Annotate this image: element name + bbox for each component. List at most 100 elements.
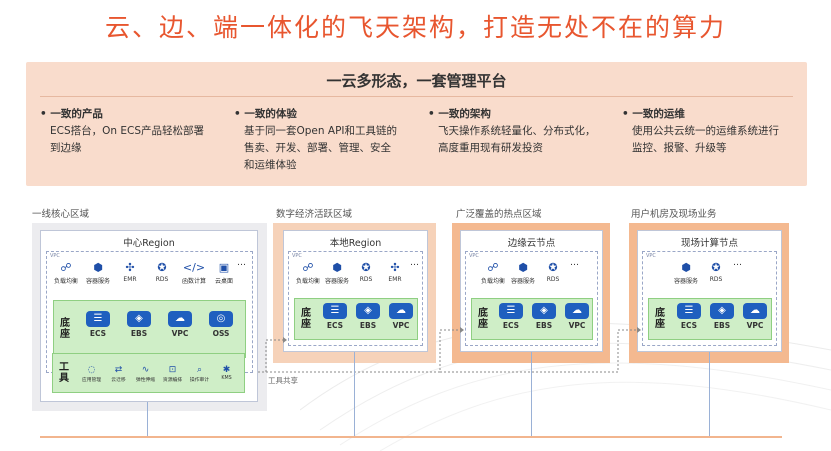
service-slb: ☍负载均衡	[52, 261, 80, 286]
edge-connector	[531, 352, 532, 436]
vpc-tag: VPC	[50, 253, 60, 259]
onsite-node-title: 现场计算节点	[680, 238, 738, 249]
tool-label: 云迁移	[111, 378, 126, 383]
service-emr: ✣EMR	[382, 261, 408, 284]
container-service-icon: ⬢	[681, 261, 691, 274]
service-rds: ✪ RDS	[540, 261, 566, 284]
core-base-layer: 底座 ☰ECS ◈EBS ☁VPC ◎OSS	[53, 300, 246, 358]
rds-icon: ✪	[157, 261, 167, 274]
onsite-vpc-box: VPC ⬢容器服务 ✪RDS … 底座 ☰ECS ◈EBS ☁VPC	[642, 251, 777, 346]
onsite-base-layer: 底座 ☰ECS ◈ EBS ☁VPC	[648, 298, 772, 340]
ebs-icon: ◈	[127, 311, 151, 327]
banner-divider	[40, 96, 793, 97]
service-slb: ☍负载均衡	[295, 262, 321, 286]
base-label: ECS	[326, 321, 344, 330]
pillar-line: ECS搭台，On ECS产品轻松部署	[50, 125, 205, 137]
base-ecs: ☰ECS	[674, 303, 704, 330]
ebs-icon: ◈	[356, 303, 380, 319]
container-service-icon: ⬢	[332, 261, 342, 274]
core-region-title: 中心Region	[123, 238, 175, 249]
service-label: 容器服务	[510, 278, 535, 285]
base-oss: ◎OSS	[205, 311, 237, 338]
tool-kms: ✱KMS	[214, 365, 239, 381]
tool-share-label: 工具共享	[268, 376, 298, 385]
more-ellipsis: …	[733, 258, 742, 268]
ebs-icon: ◈	[532, 303, 556, 319]
service-label: 函数计算	[181, 278, 206, 285]
service-container: ⬢ 容器服务	[324, 261, 350, 286]
page-title: 云、边、端一体化的飞天架构，打造无处不在的算力	[104, 13, 726, 42]
core-region-card: 中心Region VPC ☍负载均衡 ⬢容器服务 ✣EMR ✪RDS </>函数…	[40, 230, 258, 402]
emr-icon: ✣	[390, 261, 400, 274]
pillar-line: 使用公共云统一的运维系统进行	[632, 125, 779, 137]
ecs-icon: ☰	[323, 303, 347, 319]
core-tools-layer: 工具 ◌应用管理 ⇄云迁移 ∿弹性伸缩 ⊡资源编排 ⌕操作审计 ✱KMS	[52, 353, 245, 393]
pillar-line: 飞天操作系统轻量化、分布式化，	[438, 125, 596, 137]
container-service-icon: ⬢	[518, 261, 528, 274]
base-vpc: ☁VPC	[386, 303, 416, 330]
pillar-product: 一致的产品 ECS搭台，On ECS产品轻松部署 到边缘	[40, 106, 220, 157]
vpc-icon: ☁	[168, 311, 192, 327]
audit-icon: ⌕	[196, 365, 203, 375]
pillar-line: 售卖、开发、部署、管理、安全	[244, 142, 391, 154]
rds-icon: ✪	[361, 261, 371, 274]
orchestration-icon: ⊡	[168, 365, 177, 375]
autoscaling-icon: ∿	[141, 365, 150, 375]
service-rds: ✪RDS	[148, 261, 176, 284]
tool-label: 弹性伸缩	[135, 378, 156, 383]
vpc-icon: ☁	[565, 303, 589, 319]
service-rds: ✪RDS	[353, 261, 379, 284]
base-ecs: ☰ ECS	[320, 303, 350, 330]
pillar-line: 到边缘	[50, 142, 82, 154]
base-layer-label: 底座	[655, 308, 665, 330]
rds-icon: ✪	[548, 261, 558, 274]
base-layer-label: 底座	[301, 308, 311, 330]
service-container: ⬢ 容器服务	[510, 261, 536, 286]
pillar-heading: 一致的运维	[622, 106, 802, 123]
base-ebs: ◈EBS	[123, 311, 155, 338]
tool-actiontrail: ⌕ 操作审计	[187, 365, 212, 383]
cloud-desktop-icon: ▣	[218, 261, 230, 274]
tool-autoscaling: ∿ 弹性伸缩	[133, 365, 158, 383]
local-vpc-box: VPC ☍负载均衡 ⬢容器服务 ✪RDS ✣EMR … 底座 ☰ECS ◈EBS…	[288, 251, 423, 346]
pillar-line: 和运维体验	[244, 159, 297, 171]
service-label: RDS	[546, 276, 560, 283]
base-vpc: ☁ VPC	[164, 311, 196, 338]
service-label: RDS	[709, 276, 723, 283]
base-label: ECS	[680, 321, 698, 330]
tool-label: 资源编排	[162, 378, 183, 383]
base-label: EBS	[713, 321, 731, 330]
pillar-experience: 一致的体验 基于同一套Open API和工具链的 售卖、开发、部署、管理、安全 …	[234, 106, 414, 174]
service-label: EMR	[123, 276, 137, 283]
tool-label: 操作审计	[189, 378, 210, 383]
tool-migration: ⇄云迁移	[106, 365, 131, 383]
banner-title: 一云多形态，一套管理平台	[326, 72, 507, 90]
service-label: 容器服务	[324, 278, 349, 285]
tool-label: 应用管理	[81, 378, 102, 383]
service-label: 负载均衡	[295, 278, 320, 285]
platform-banner: 一云多形态，一套管理平台 一致的产品 ECS搭台，On ECS产品轻松部署 到边…	[26, 62, 807, 186]
tools-layer-label: 工具	[59, 362, 69, 384]
pillar-architecture: 一致的架构 飞天操作系统轻量化、分布式化， 高度重用现有研发投资	[428, 106, 608, 157]
ebs-icon: ◈	[710, 303, 734, 319]
base-label: EBS	[359, 321, 377, 330]
base-layer-label: 底座	[478, 308, 488, 330]
load-balancer-icon: ☍	[60, 261, 72, 274]
base-ebs: ◈ EBS	[707, 303, 737, 330]
local-connector	[354, 352, 355, 436]
load-balancer-icon: ☍	[487, 261, 499, 274]
base-vpc: ☁VPC	[740, 303, 770, 330]
base-label: VPC	[568, 321, 586, 330]
container-service-icon: ⬢	[93, 261, 103, 274]
base-label: ECS	[89, 329, 107, 338]
edge-node-card: 边缘云节点 VPC ☍负载均衡 ⬢容器服务 ✪RDS … 底座 ☰ECS ◈EB…	[460, 230, 603, 352]
kms-icon: ✱	[222, 365, 231, 375]
section-label-digital: 数字经济活跃区域	[276, 209, 353, 220]
onsite-connector	[709, 352, 710, 436]
base-label: VPC	[392, 321, 410, 330]
pillar-line: 基于同一套Open API和工具链的	[244, 125, 397, 137]
base-label: VPC	[746, 321, 764, 330]
base-ebs: ◈EBS	[529, 303, 559, 330]
base-label: VPC	[171, 329, 189, 338]
core-connector	[147, 402, 148, 436]
